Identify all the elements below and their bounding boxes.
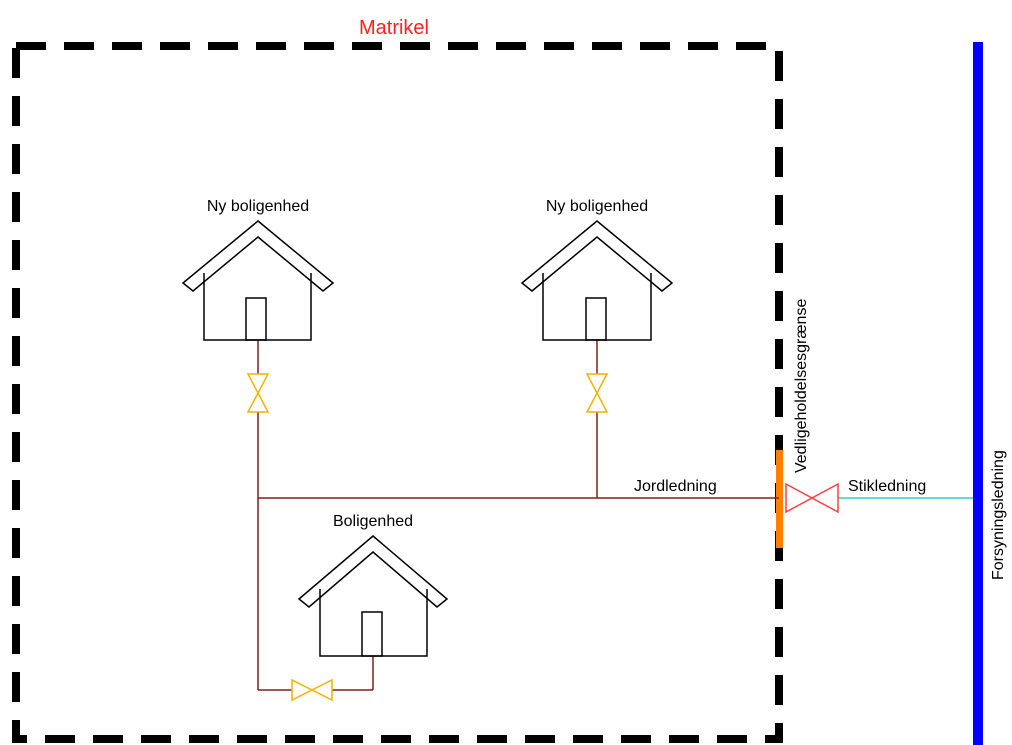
ground-pipe-network — [257, 340, 779, 691]
valve-icon — [291, 678, 333, 702]
house-label: Boligenhed — [333, 513, 413, 530]
house-roof — [297, 535, 449, 608]
house-label: Ny boligenhed — [207, 198, 309, 215]
property-boundary — [12, 42, 783, 743]
house-label: Ny boligenhed — [546, 198, 648, 215]
supply-main-label: Forsyningsledning — [990, 450, 1007, 580]
service-pipe-label: Stikledning — [848, 478, 926, 495]
house-walls — [319, 589, 428, 657]
house-icon — [520, 220, 674, 341]
house-door — [245, 297, 267, 341]
property-title: Matrikel — [359, 17, 429, 39]
house-icon — [181, 220, 335, 341]
main-valve-icon — [785, 482, 839, 514]
house-walls — [203, 273, 312, 341]
ground-pipe-label: Jordledning — [634, 478, 717, 495]
maintenance-boundary-label: Vedligeholdelsesgrænse — [793, 299, 810, 473]
house-door — [585, 297, 607, 341]
house-roof — [181, 220, 335, 292]
house-door — [361, 611, 383, 657]
house-roof — [520, 220, 674, 292]
house-icon — [297, 535, 449, 657]
valve-icon — [585, 373, 609, 413]
house-walls — [542, 273, 652, 341]
maintenance-boundary-marker — [776, 450, 783, 548]
valve-icon — [246, 373, 270, 413]
